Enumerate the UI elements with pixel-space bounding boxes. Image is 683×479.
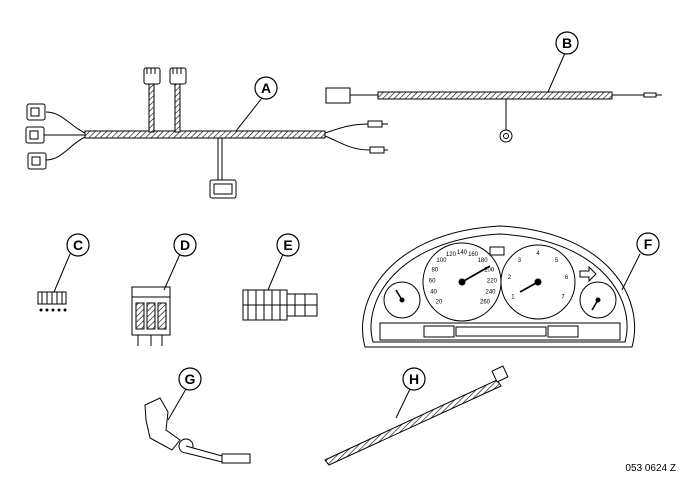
speedometer-tick-label: 120 [446, 252, 457, 258]
harness-a [25, 67, 388, 199]
plug-left-top [26, 103, 46, 121]
tachometer-tick-label: 6 [565, 275, 569, 281]
callout-c: C [53, 233, 90, 293]
tachometer-tick-label: 5 [555, 258, 559, 264]
callout-h-label: H [409, 371, 419, 387]
callout-g: G [167, 367, 202, 421]
callout-f-label: F [644, 236, 653, 252]
plug-left-middle [25, 126, 45, 144]
callout-c-label: C [73, 237, 83, 253]
callout-b: B [547, 31, 579, 93]
speedometer-tick-label: 200 [484, 267, 495, 273]
speedometer-tick-label: 220 [487, 278, 498, 284]
tachometer-tick-label: 1 [511, 295, 515, 301]
tachometer-scale: 1 2 3 4 5 6 7 [508, 251, 569, 301]
speedometer-tick-label: 240 [485, 289, 496, 295]
reference-code: 053 0624 Z [625, 463, 676, 474]
connector-e [242, 289, 318, 321]
instrument-cluster-f [362, 225, 636, 348]
tachometer-tick-label: 3 [518, 258, 522, 264]
callout-f: F [621, 232, 660, 291]
speedometer-tick-label: 180 [478, 258, 489, 264]
connector-top-right [169, 67, 187, 85]
speedometer-tick-label: 60 [429, 278, 436, 284]
connector-top-left [143, 67, 161, 85]
tachometer-tick-label: 4 [536, 251, 540, 257]
sensor-g [144, 397, 251, 464]
speedometer-tick-label: 140 [457, 250, 468, 256]
callout-h: H [395, 367, 426, 419]
callout-a-label: A [261, 80, 271, 96]
speedometer-tick-label: 100 [436, 258, 447, 264]
callout-g-label: G [185, 371, 196, 387]
connector-c [37, 291, 67, 312]
speedometer-tick-label: 20 [436, 299, 443, 305]
connector-bottom [209, 179, 237, 199]
speedometer-tick-label: 260 [480, 299, 491, 305]
plug-left-bottom [27, 152, 47, 170]
tachometer-tick-label: 7 [561, 295, 565, 301]
cable-b [325, 87, 662, 143]
tachometer-tick-label: 2 [508, 275, 512, 281]
callout-d: D [163, 233, 197, 291]
speedometer-tick-label: 40 [430, 289, 437, 295]
callout-e: E [267, 233, 300, 291]
speedometer-tick-label: 160 [468, 252, 479, 258]
housing-d [131, 286, 171, 346]
speedometer-tick-label: 80 [431, 267, 438, 273]
callout-a: A [235, 76, 278, 132]
callout-e-label: E [283, 237, 292, 253]
cable-tie-h [324, 365, 509, 466]
callout-b-label: B [562, 35, 572, 51]
callout-d-label: D [180, 237, 190, 253]
